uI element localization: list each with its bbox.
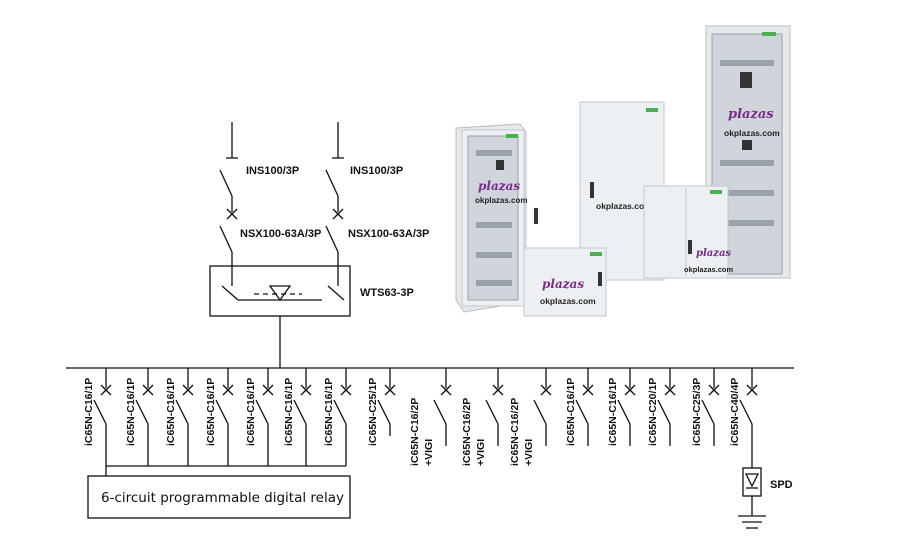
feeder-15-label: iC65N-C25/3P (691, 378, 703, 446)
cabinet-small-door-badge (710, 190, 722, 194)
cabinet-small-wall-handle (598, 272, 602, 286)
cabinet-left-breaker (496, 160, 504, 170)
cabinet-small-wall-site: okplazas.com (540, 296, 596, 306)
feeder-8: iC65N-C25/1P (367, 368, 396, 446)
digital-relay: 6-circuit programmable digital relay (87, 465, 351, 519)
feeder-14-label: iC65N-C20/1P (647, 378, 659, 446)
cabinet-small-wall: plazas okplazas.com (523, 247, 607, 317)
feeder-16: iC65N-C40/4P (729, 368, 758, 468)
spd-box (742, 467, 762, 497)
feeder-circuits: iC65N-C16/1P iC65N-C16/1P iC65N-C16/1P i… (83, 368, 758, 468)
feeder-4-label: iC65N-C16/1P (205, 378, 217, 446)
cabinet-tall-right-site: okplazas.com (724, 128, 780, 138)
surge-protection: SPD (738, 467, 793, 529)
feeder-11: iC65N-C16/2P +VIGI (509, 368, 552, 466)
cabinet-small-wall-panel (523, 247, 607, 317)
cabinet-tall-right-rail-3 (720, 190, 774, 196)
cabinet-tall-right-rail-2 (720, 160, 774, 166)
cabinet-tall-door-badge (646, 108, 658, 112)
product-photo: plazas okplazas.com okplazas.com plazas … (455, 25, 791, 317)
transfer-switch: WTS63-3P (209, 265, 414, 368)
feeder-6-label: iC65N-C16/1P (283, 378, 295, 446)
incomer-1-switch-label: INS100/3P (246, 165, 299, 177)
feeder-4: iC65N-C16/1P (205, 368, 234, 466)
feeder-2: iC65N-C16/1P (125, 368, 154, 466)
spd-label: SPD (770, 479, 793, 491)
feeder-9-label: iC65N-C16/2P (409, 398, 421, 466)
cabinet-small-wall-badge (590, 252, 602, 256)
cabinet-left-brand-logo: plazas (478, 179, 520, 193)
incomer-2-breaker-label: NSX100-63A/3P (348, 228, 429, 240)
feeder-10-label-vigi: +VIGI (475, 439, 487, 466)
cabinet-left-site: okplazas.com (475, 196, 527, 205)
feeder-5: iC65N-C16/1P (245, 368, 274, 466)
cabinet-small-door-site: okplazas.com (684, 265, 734, 274)
incomer-2-switch-label: INS100/3P (350, 165, 403, 177)
cabinet-tall-door-handle (590, 182, 594, 198)
feeder-14: iC65N-C20/1P (647, 368, 676, 446)
cabinet-tall-right-meter (742, 140, 752, 150)
transfer-switch-label: WTS63-3P (360, 287, 414, 299)
cabinet-small-door-handle (688, 240, 692, 254)
cabinet-left-rail-3 (476, 252, 512, 258)
spd-arrow-icon (744, 473, 760, 488)
feeder-12: iC65N-C16/1P (565, 368, 594, 446)
feeder-11-label-vigi: +VIGI (523, 439, 535, 466)
cabinet-left: plazas okplazas.com (455, 123, 538, 313)
digital-relay-label: 6-circuit programmable digital relay (101, 490, 344, 506)
incomer-1-breaker-label: NSX100-63A/3P (240, 228, 321, 240)
feeder-10: iC65N-C16/2P +VIGI (461, 368, 504, 466)
feeder-9-label-vigi: +VIGI (423, 439, 435, 466)
feeder-11-label: iC65N-C16/2P (509, 398, 521, 466)
cabinet-left-rail-1 (476, 150, 512, 156)
digital-relay-box (87, 475, 351, 519)
cabinet-left-badge (506, 134, 518, 138)
feeder-12-label: iC65N-C16/1P (565, 378, 577, 446)
feeder-15: iC65N-C25/3P (691, 368, 720, 446)
cabinet-left-handle (534, 208, 538, 224)
incomer-2: INS100/3P NSX100-63A/3P (325, 122, 429, 266)
transfer-switch-interlock-icon (268, 285, 292, 302)
feeder-16-label: iC65N-C40/4P (729, 378, 741, 446)
cabinet-small-door-brand-logo: plazas (696, 248, 731, 259)
feeder-13-label: iC65N-C16/1P (607, 378, 619, 446)
feeder-2-label: iC65N-C16/1P (125, 378, 137, 446)
cabinet-small-wall-brand-logo: plazas (542, 277, 584, 291)
feeder-3: iC65N-C16/1P (165, 368, 194, 466)
feeder-10-label: iC65N-C16/2P (461, 398, 473, 466)
cabinet-tall-right-breaker (740, 72, 752, 88)
feeder-13: iC65N-C16/1P (607, 368, 636, 446)
feeder-6: iC65N-C16/1P (283, 368, 312, 466)
cabinet-left-rail-4 (476, 280, 512, 286)
feeder-1-label: iC65N-C16/1P (83, 378, 95, 446)
cabinet-tall-right-brand-logo: plazas (728, 107, 774, 122)
feeder-5-label: iC65N-C16/1P (245, 378, 257, 446)
cabinet-tall-right-rail-1 (720, 60, 774, 66)
incomer-1: INS100/3P NSX100-63A/3P (219, 122, 321, 266)
feeder-9: iC65N-C16/2P +VIGI (409, 368, 452, 466)
feeder-8-label: iC65N-C25/1P (367, 378, 379, 446)
feeder-1: iC65N-C16/1P (83, 368, 112, 466)
transfer-switch-box (209, 265, 351, 317)
cabinet-tall-door-site: okplazas.com (596, 201, 652, 211)
feeder-7-label: iC65N-C16/1P (323, 378, 335, 446)
feeder-3-label: iC65N-C16/1P (165, 378, 177, 446)
cabinet-small-door: plazas okplazas.com (643, 185, 734, 279)
feeder-7: iC65N-C16/1P (323, 368, 352, 466)
cabinet-left-rail-2 (476, 222, 512, 228)
cabinet-tall-right-badge (762, 32, 776, 36)
cabinet-left-glass (467, 135, 519, 301)
cabinet-tall-right-rail-4 (720, 220, 774, 226)
